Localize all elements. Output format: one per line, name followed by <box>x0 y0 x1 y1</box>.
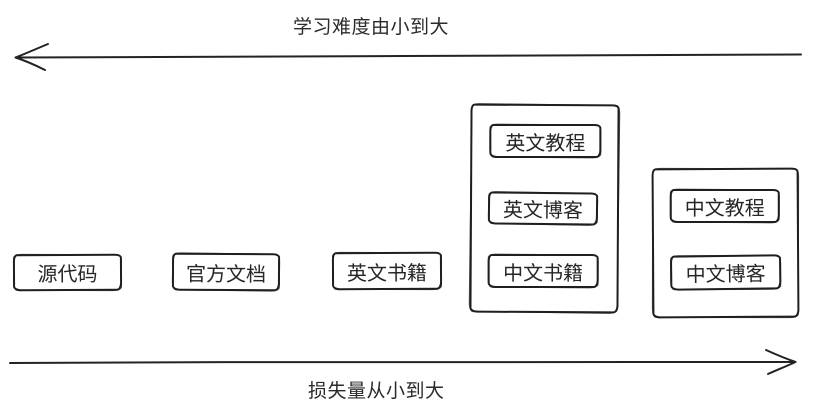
node-official-docs-label: 官方文档 <box>185 263 267 286</box>
node-source-code-label: 源代码 <box>37 263 98 287</box>
node-english-tutorials: 英文教程 <box>489 123 602 159</box>
node-chinese-blogs: 中文博客 <box>669 254 782 291</box>
node-english-books: 英文书籍 <box>331 251 443 291</box>
node-english-books-label: 英文书籍 <box>346 262 428 285</box>
node-english-tutorials-label: 英文教程 <box>505 132 586 155</box>
node-chinese-tutorials: 中文教程 <box>669 188 780 224</box>
group-chinese: 中文教程 中文博客 <box>651 167 800 319</box>
node-chinese-tutorials-label: 中文教程 <box>684 197 765 220</box>
node-chinese-blogs-label: 中文博客 <box>685 263 766 287</box>
node-chinese-books-label: 中文书籍 <box>503 262 584 285</box>
node-official-docs: 官方文档 <box>171 252 281 292</box>
node-source-code: 源代码 <box>12 253 123 292</box>
top-axis-label: 学习难度由小到大 <box>293 17 450 38</box>
group-mixed-english: 英文教程 英文博客 中文书籍 <box>469 103 620 314</box>
left-arrow-icon <box>14 43 802 71</box>
node-english-blogs-label: 英文博客 <box>502 199 584 223</box>
node-english-blogs: 英文博客 <box>487 191 599 226</box>
node-chinese-books: 中文书籍 <box>487 253 599 289</box>
bottom-axis-label: 损失量从小到大 <box>308 381 445 402</box>
